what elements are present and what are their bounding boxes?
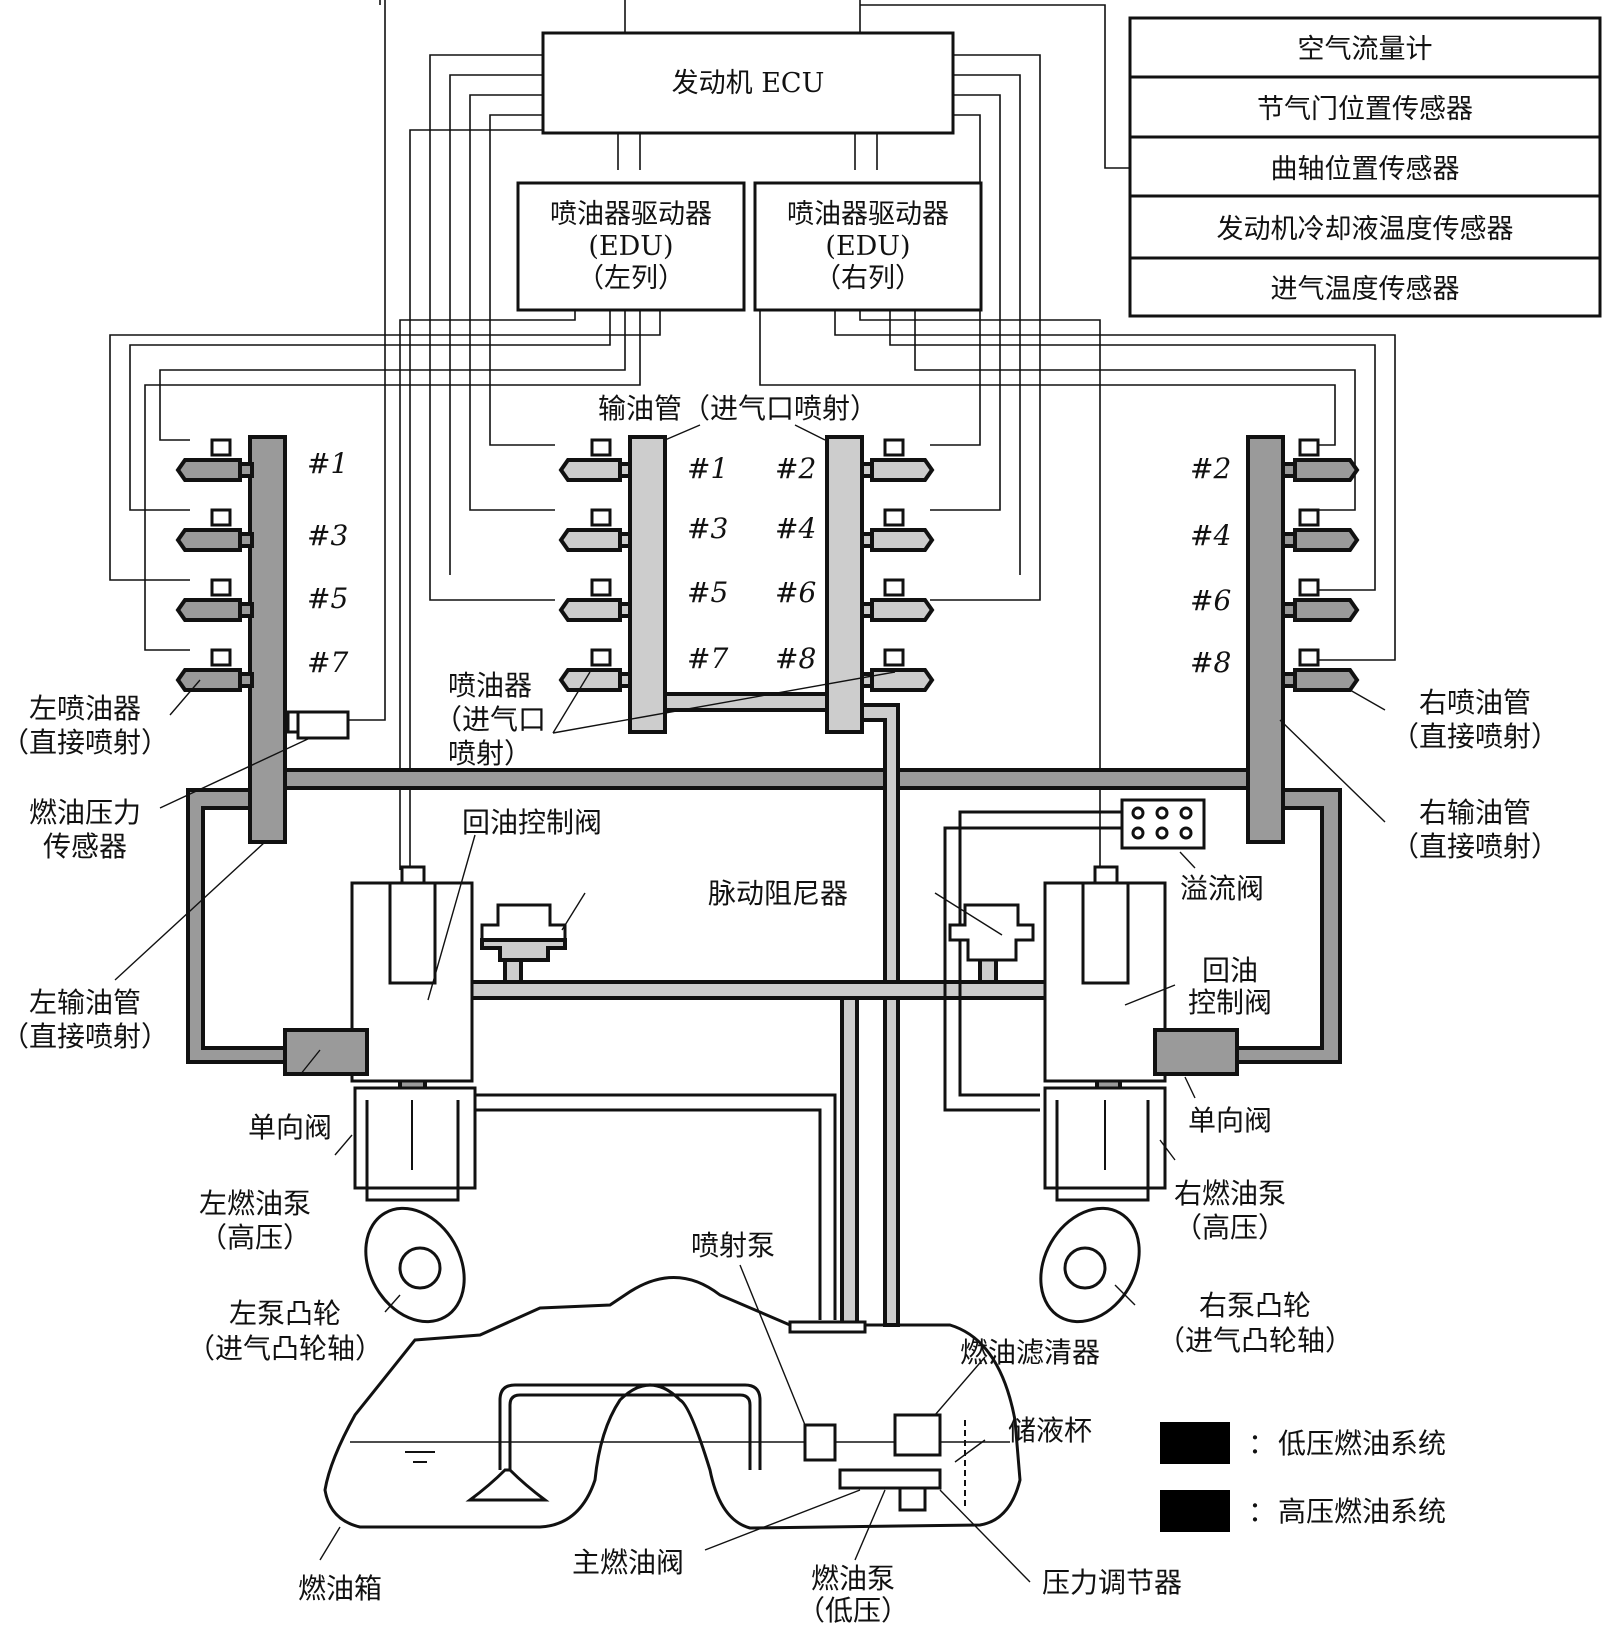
label-check-valve-right: 单向阀 bbox=[1188, 1104, 1272, 1137]
port-injectors-left bbox=[558, 438, 632, 692]
edu-left-line3: （左列） bbox=[577, 263, 685, 294]
left-pump-body bbox=[350, 865, 477, 1202]
legend-separator-high: ： bbox=[1248, 1495, 1276, 1528]
cyl-right-2: #2 bbox=[1190, 452, 1231, 485]
edu-right-line1: 喷油器驱动器 bbox=[787, 199, 949, 230]
port-delivery-pipes bbox=[628, 435, 900, 1327]
pulsation-damper-right bbox=[948, 903, 1035, 962]
label-main-fuel-valve: 主燃油阀 bbox=[572, 1546, 684, 1579]
edu-left: 喷油器驱动器 (EDU) （左列） bbox=[516, 181, 746, 312]
label-left-cam-1: 左泵凸轮 bbox=[229, 1297, 341, 1330]
label-right-injector-2: （直接喷射） bbox=[1391, 720, 1559, 753]
label-right-delivery-pipe-1: 右输油管 bbox=[1419, 796, 1531, 829]
label-pulsation-damper: 脉动阻尼器 bbox=[708, 877, 848, 910]
cyl-port-8: #8 bbox=[775, 642, 816, 675]
label-left-delivery-pipe-1: 左输油管 bbox=[29, 986, 141, 1019]
fuel-tank bbox=[323, 1276, 1022, 1530]
label-port-injector-2: （进气口 bbox=[434, 703, 546, 736]
label-left-injector-2: （直接喷射） bbox=[1, 726, 169, 759]
cyl-port-1: #1 bbox=[687, 452, 728, 485]
cyl-left-3: #3 bbox=[307, 519, 348, 552]
label-port-injector-3: 喷射） bbox=[448, 737, 532, 770]
label-port-delivery-pipe: 输油管（进气口喷射） bbox=[598, 392, 878, 425]
label-pressure-regulator: 压力调节器 bbox=[1042, 1566, 1182, 1599]
right-direct-injectors bbox=[1281, 438, 1360, 692]
relief-valve bbox=[1120, 798, 1206, 850]
label-fuel-pump-2: （低压） bbox=[797, 1594, 909, 1626]
label-spill-control-valve-left: 回油控制阀 bbox=[462, 806, 602, 839]
cyl-right-6: #6 bbox=[1190, 584, 1231, 617]
label-fuel-tank: 燃油箱 bbox=[298, 1572, 382, 1605]
cyl-port-5: #5 bbox=[687, 576, 728, 609]
edu-left-line1: 喷油器驱动器 bbox=[550, 199, 712, 230]
legend-separator-low: ： bbox=[1248, 1427, 1276, 1460]
cyl-right-4: #4 bbox=[1190, 519, 1231, 552]
cyl-port-4: #4 bbox=[775, 512, 816, 545]
label-right-cam-2: （进气凸轮轴） bbox=[1157, 1324, 1353, 1357]
label-right-pump-2: （高压） bbox=[1174, 1211, 1286, 1244]
sensor-coolant-temp: 发动机冷却液温度传感器 bbox=[1217, 214, 1514, 245]
cyl-left-7: #7 bbox=[307, 646, 348, 679]
check-valve-right bbox=[1153, 1028, 1239, 1076]
sensor-table: 空气流量计 节气门位置传感器 曲轴位置传感器 发动机冷却液温度传感器 进气温度传… bbox=[1128, 16, 1602, 318]
ecu-label: 发动机 ECU bbox=[672, 68, 825, 99]
label-left-injector-1: 左喷油器 bbox=[29, 692, 141, 725]
label-fuel-pump-1: 燃油泵 bbox=[811, 1562, 895, 1595]
cyl-port-6: #6 bbox=[775, 576, 816, 609]
label-left-pump-1: 左燃油泵 bbox=[199, 1187, 311, 1220]
leader-lines bbox=[114, 424, 1386, 1583]
label-right-injector-1: 右喷油管 bbox=[1419, 686, 1531, 719]
legend: ： 低压燃油系统 ： 高压燃油系统 bbox=[1160, 1422, 1446, 1532]
label-left-pump-2: （高压） bbox=[199, 1221, 311, 1254]
label-reservoir-cup: 储液杯 bbox=[1008, 1414, 1092, 1447]
label-left-delivery-pipe-2: （直接喷射） bbox=[1, 1020, 169, 1053]
engine-ecu: 发动机 ECU bbox=[541, 31, 955, 135]
label-jet-pump: 喷射泵 bbox=[691, 1229, 775, 1262]
legend-swatch-high-pressure bbox=[1160, 1490, 1230, 1532]
component-labels: 输油管（进气口喷射） 左喷油器 （直接喷射） 燃油压力 传感器 左输油管 （直接… bbox=[1, 392, 1559, 1626]
label-right-pump-1: 右燃油泵 bbox=[1174, 1177, 1286, 1210]
label-left-cam-2: （进气凸轮轴） bbox=[187, 1332, 383, 1365]
cylinder-numbers: #1 #3 #5 #7 #1 #3 #5 #7 #2 #4 #6 #8 #2 #… bbox=[307, 447, 1231, 679]
label-port-injector-1: 喷油器 bbox=[448, 669, 532, 702]
label-right-cam-1: 右泵凸轮 bbox=[1199, 1289, 1311, 1322]
edu-left-line2: (EDU) bbox=[588, 231, 673, 262]
label-check-valve-left: 单向阀 bbox=[248, 1111, 332, 1144]
legend-swatch-low-pressure bbox=[1160, 1422, 1230, 1464]
label-fuel-pressure-sensor-2: 传感器 bbox=[43, 830, 127, 863]
label-spill-control-valve-right-2: 控制阀 bbox=[1188, 986, 1272, 1019]
edu-right-line3: （右列） bbox=[814, 263, 922, 294]
legend-label-high-pressure: 高压燃油系统 bbox=[1278, 1495, 1446, 1528]
cyl-port-7: #7 bbox=[687, 642, 728, 675]
right-pump-body bbox=[1043, 865, 1167, 1202]
low-pressure-piping bbox=[418, 810, 1122, 1325]
label-fuel-pressure-sensor-1: 燃油压力 bbox=[29, 796, 141, 829]
legend-label-low-pressure: 低压燃油系统 bbox=[1278, 1427, 1446, 1460]
label-relief-valve: 溢流阀 bbox=[1180, 872, 1264, 905]
sensor-intake-air-temp: 进气温度传感器 bbox=[1271, 274, 1460, 305]
label-fuel-filter: 燃油滤清器 bbox=[960, 1336, 1100, 1369]
cyl-left-1: #1 bbox=[307, 447, 348, 480]
label-spill-control-valve-right-1: 回油 bbox=[1202, 954, 1258, 987]
sensor-crankshaft-position: 曲轴位置传感器 bbox=[1271, 154, 1460, 185]
cyl-port-2: #2 bbox=[775, 452, 816, 485]
cyl-port-3: #3 bbox=[687, 512, 728, 545]
right-pump-cam bbox=[1039, 1206, 1141, 1324]
label-right-delivery-pipe-2: （直接喷射） bbox=[1391, 830, 1559, 863]
check-valve-left bbox=[283, 1028, 369, 1076]
fuel-pressure-sensor bbox=[286, 710, 350, 740]
edu-right: 喷油器驱动器 (EDU) （右列） bbox=[753, 181, 983, 312]
edu-right-line2: (EDU) bbox=[825, 231, 910, 262]
sensor-throttle-position: 节气门位置传感器 bbox=[1257, 94, 1473, 125]
sensor-air-flow-meter: 空气流量计 bbox=[1298, 34, 1433, 65]
cyl-right-8: #8 bbox=[1190, 646, 1231, 679]
left-pump-cam bbox=[364, 1206, 466, 1324]
cyl-left-5: #5 bbox=[307, 582, 348, 615]
pulsation-damper-left bbox=[480, 903, 567, 962]
left-direct-injectors bbox=[175, 438, 254, 692]
port-injectors-right bbox=[860, 438, 935, 692]
